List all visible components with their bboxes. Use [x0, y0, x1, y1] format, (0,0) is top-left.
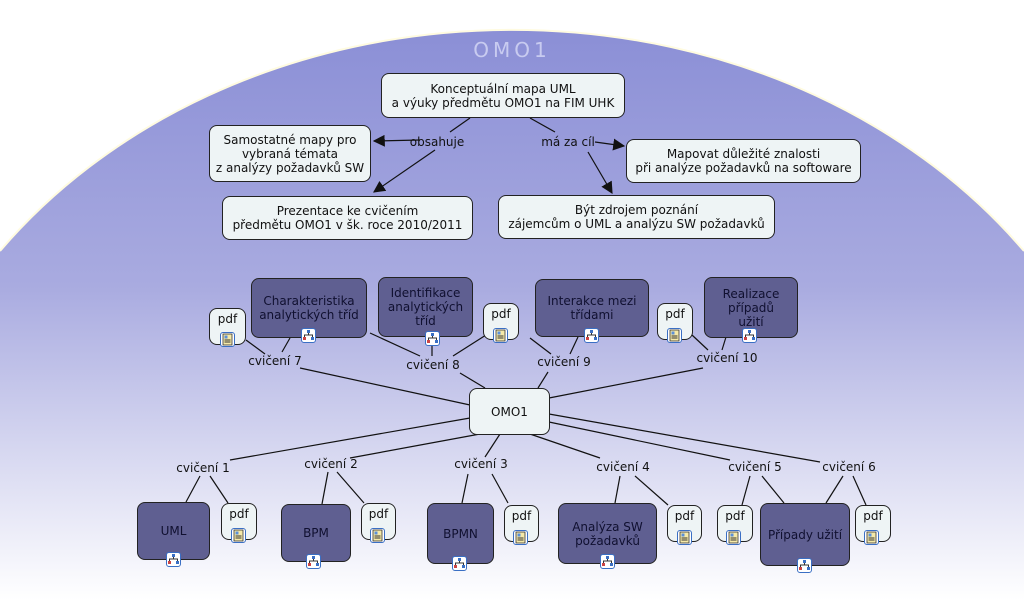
topic-uml[interactable]: UML: [137, 502, 210, 560]
document-image-icon[interactable]: [864, 530, 879, 545]
exercise-label-4[interactable]: cvičení 4: [596, 460, 650, 474]
document-image-icon[interactable]: [231, 528, 246, 543]
concept-map-knowledge[interactable]: Mapovat důležité znalosti při analýze po…: [626, 139, 861, 183]
exercise-label-2[interactable]: cvičení 2: [304, 457, 358, 471]
topic-interakce[interactable]: Interakce mezi třídami: [535, 279, 649, 337]
concept-map-icon[interactable]: [301, 328, 316, 343]
link-label-ma-za-cil[interactable]: má za cíl: [541, 135, 595, 149]
exercise-label-8[interactable]: cvičení 8: [406, 358, 460, 372]
topic-pripady-uziti[interactable]: Případy užití: [760, 503, 850, 566]
exercise-label-1[interactable]: cvičení 1: [176, 461, 230, 475]
concept-omo1[interactable]: OMO1: [469, 388, 550, 435]
exercise-label-10[interactable]: cvičení 10: [696, 351, 758, 365]
document-image-icon[interactable]: [667, 328, 682, 343]
background-ellipse-rim: [0, 28, 1024, 252]
exercise-label-6[interactable]: cvičení 6: [822, 460, 876, 474]
document-image-icon[interactable]: [370, 528, 385, 543]
concept-map-icon[interactable]: [797, 558, 812, 573]
document-image-icon[interactable]: [726, 530, 741, 545]
concept-root[interactable]: Konceptuální mapa UML a výuky předmětu O…: [381, 73, 625, 118]
document-image-icon[interactable]: [220, 332, 235, 347]
concept-map-icon[interactable]: [166, 552, 181, 567]
concept-map-icon[interactable]: [600, 554, 615, 569]
topic-bpmn[interactable]: BPMN: [427, 503, 494, 564]
connections: [185, 117, 867, 506]
link-label-obsahuje[interactable]: obsahuje: [409, 135, 465, 149]
document-image-icon[interactable]: [513, 530, 528, 545]
exercise-label-3[interactable]: cvičení 3: [454, 457, 508, 471]
concept-map-icon[interactable]: [425, 331, 440, 346]
concept-map-icon[interactable]: [742, 328, 757, 343]
concept-presentations[interactable]: Prezentace ke cvičením předmětu OMO1 v š…: [222, 196, 473, 240]
concept-be-source[interactable]: Být zdrojem poznání zájemcům o UML a ana…: [498, 195, 775, 239]
map-title: OMO1: [473, 38, 551, 62]
exercise-label-7[interactable]: cvičení 7: [248, 354, 302, 368]
exercise-label-9[interactable]: cvičení 9: [537, 355, 591, 369]
topic-identifikace[interactable]: Identifikace analytických tříd: [378, 277, 473, 337]
concept-map-icon[interactable]: [452, 556, 467, 571]
exercise-label-5[interactable]: cvičení 5: [728, 460, 782, 474]
document-image-icon[interactable]: [493, 328, 508, 343]
topic-analyza-sw[interactable]: Analýza SW požadavků: [558, 503, 657, 564]
concept-separate-maps[interactable]: Samostatné mapy pro vybraná témata z ana…: [209, 125, 371, 182]
document-image-icon[interactable]: [677, 530, 692, 545]
pdf-node-3[interactable]: pdf: [504, 505, 539, 542]
concept-map-icon[interactable]: [584, 328, 599, 343]
concept-map-icon[interactable]: [306, 554, 321, 569]
